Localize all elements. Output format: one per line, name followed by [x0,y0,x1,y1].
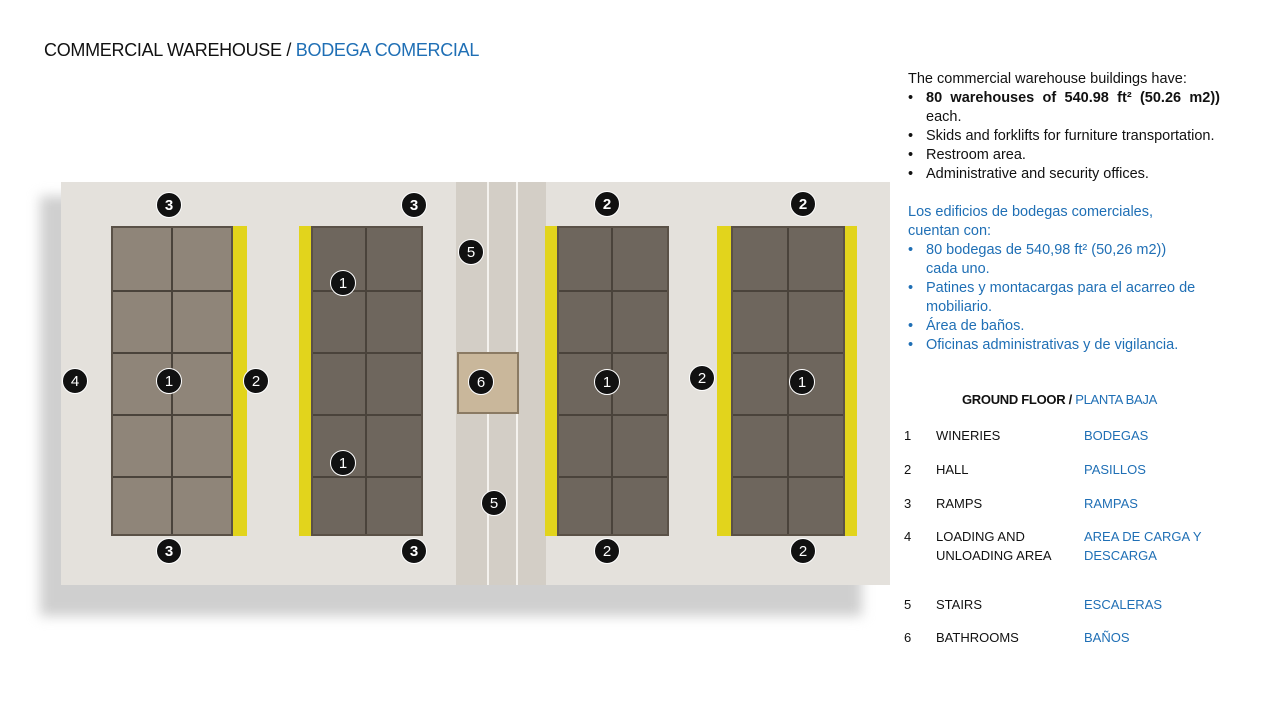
plan-marker-ramp: 3 [401,192,427,218]
plan-marker-ramp: 3 [156,192,182,218]
description-panel: The commercial warehouse buildings have:… [908,70,1220,355]
legend-title-en: GROUND FLOOR [962,392,1066,407]
legend-label-es: AREA DE CARGA Y DESCARGA [1084,529,1202,563]
legend-number: 1 [904,428,912,443]
legend-label-es: BAÑOS [1084,630,1130,645]
description-list-en: 80 warehouses of 540.98 ft² (50.26 m2)) … [908,89,1220,184]
bullet-text: each. [926,109,962,125]
legend-title-separator: / [1065,392,1076,407]
plan-marker-bathrooms: 6 [468,369,494,395]
bullet-item: Oficinas administrativas y de vigilancia… [908,336,1220,355]
page-title: COMMERCIAL WAREHOUSE / BODEGA COMERCIAL [44,40,479,61]
plan-marker-hall: 2 [594,191,620,217]
legend-label-en: HALL [936,462,969,477]
bullet-item: Administrative and security offices. [908,165,1220,184]
legend-number: 3 [904,496,912,511]
yellow-ramp [299,226,311,536]
legend-number: 4 [904,529,912,544]
plan-marker-hall: 2 [689,365,715,391]
bullet-bold-text: 80 warehouses of 540.98 ft² (50.26 m2)) [926,90,1220,106]
legend-label-es: BODEGAS [1084,428,1149,443]
plan-marker-hall: 2 [594,538,620,564]
title-spanish: BODEGA COMERCIAL [295,40,480,60]
description-list-es: 80 bodegas de 540,98 ft² (50,26 m2)) cad… [908,241,1220,355]
warehouse-building-2 [311,226,423,536]
legend-label-en: WINERIES [936,428,1001,443]
bullet-item: 80 bodegas de 540,98 ft² (50,26 m2)) cad… [908,241,1194,279]
plan-marker-ramp: 3 [401,538,427,564]
legend-label-en: LOADING AND UNLOADING AREA [936,529,1052,563]
legend-label-en: STAIRS [936,597,982,612]
plan-marker-stairs: 5 [458,239,484,265]
plan-marker-stairs: 5 [481,490,507,516]
legend-number: 6 [904,630,912,645]
yellow-ramp [545,226,557,536]
plan-marker-wineries: 1 [330,450,356,476]
plan-marker-hall: 2 [790,191,816,217]
bullet-item: Patines y montacargas para el acarreo de… [908,279,1220,317]
legend-label-es: PASILLOS [1084,462,1146,477]
plan-marker-ramp: 3 [156,538,182,564]
legend-label-en: RAMPS [936,496,983,511]
plan-marker-wineries: 1 [330,270,356,296]
title-english: COMMERCIAL WAREHOUSE [44,40,282,60]
plan-marker-wineries: 1 [789,369,815,395]
legend-label-es: ESCALERAS [1084,597,1163,612]
yellow-ramp [845,226,857,536]
yellow-ramp [717,226,731,536]
warehouse-building-4 [731,226,845,536]
bullet-item: Skids and forklifts for furniture transp… [908,127,1220,146]
yellow-ramp [233,226,247,536]
plan-marker-loading-area: 4 [62,368,88,394]
description-spanish: Los edificios de bodegas comerciales, cu… [908,203,1220,355]
description-intro-es: Los edificios de bodegas comerciales, cu… [908,204,1154,239]
plan-marker-wineries: 1 [594,369,620,395]
legend-number: 2 [904,462,912,477]
legend-label-en: BATHROOMS [936,630,1019,645]
warehouse-building-3 [557,226,669,536]
legend-label-es: RAMPAS [1084,496,1138,511]
title-separator: / [281,40,296,60]
plan-marker-wineries: 1 [156,368,182,394]
plan-marker-hall: 2 [790,538,816,564]
plan-marker-hall: 2 [243,368,269,394]
description-intro-en: The commercial warehouse buildings have: [908,71,1187,87]
legend-title: GROUND FLOOR / PLANTA BAJA [962,392,1157,407]
bullet-item: Restroom area. [908,146,1220,165]
bullet-item: Área de baños. [908,317,1220,336]
legend-number: 5 [904,597,912,612]
bullet-item: 80 warehouses of 540.98 ft² (50.26 m2)) … [908,89,1220,127]
legend-title-es: PLANTA BAJA [1075,392,1157,407]
